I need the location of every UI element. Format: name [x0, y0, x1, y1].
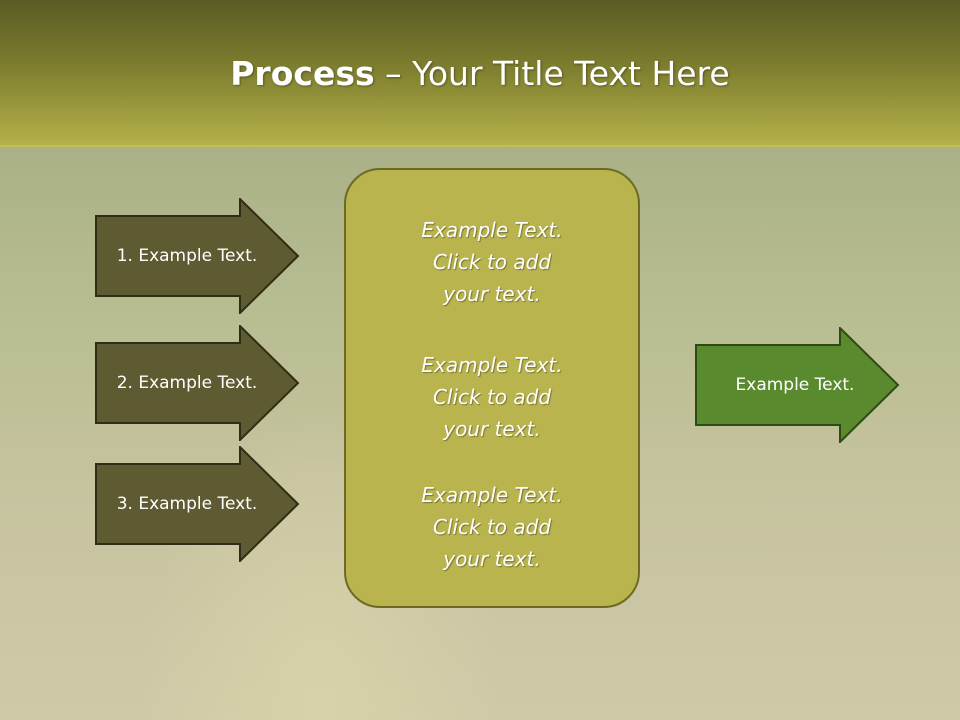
title-bar: Process – Your Title Text Here: [0, 0, 960, 147]
center-text-1-line-1: Example Text.: [421, 218, 563, 242]
center-text-1-line-2: Click to add: [432, 250, 552, 274]
title-rest-text: – Your Title Text Here: [374, 54, 730, 93]
left-arrow-2-label: 2. Example Text.: [116, 373, 258, 393]
left-arrow-2-shape: [95, 325, 300, 441]
center-text-block-3: Example Text. Click to add your text.: [346, 479, 638, 575]
left-arrow-3[interactable]: 3. Example Text.: [95, 446, 300, 562]
left-arrow-3-shape: [95, 446, 300, 562]
center-text-2-line-3: your text.: [443, 417, 541, 441]
slide-title[interactable]: Process – Your Title Text Here: [0, 52, 960, 96]
center-text-2-line-2: Click to add: [432, 385, 552, 409]
center-text-block-2: Example Text. Click to add your text.: [346, 349, 638, 445]
center-text-1-line-3: your text.: [443, 282, 541, 306]
center-text-3-line-2: Click to add: [432, 515, 552, 539]
left-arrow-1-shape: [95, 198, 300, 314]
center-text-block-1: Example Text. Click to add your text.: [346, 214, 638, 310]
right-arrow-label: Example Text.: [735, 375, 855, 395]
left-arrow-1-label: 1. Example Text.: [116, 246, 258, 266]
right-arrow[interactable]: Example Text.: [695, 327, 900, 443]
right-arrow-shape: [695, 327, 900, 443]
center-text-3-line-3: your text.: [443, 547, 541, 571]
center-text-2-line-1: Example Text.: [421, 353, 563, 377]
left-arrow-1[interactable]: 1. Example Text.: [95, 198, 300, 314]
left-arrow-2[interactable]: 2. Example Text.: [95, 325, 300, 441]
center-text-3-line-1: Example Text.: [421, 483, 563, 507]
left-arrow-3-label: 3. Example Text.: [116, 494, 258, 514]
title-bold-text: Process: [230, 54, 375, 93]
center-text-box[interactable]: Example Text. Click to add your text. Ex…: [344, 168, 640, 608]
